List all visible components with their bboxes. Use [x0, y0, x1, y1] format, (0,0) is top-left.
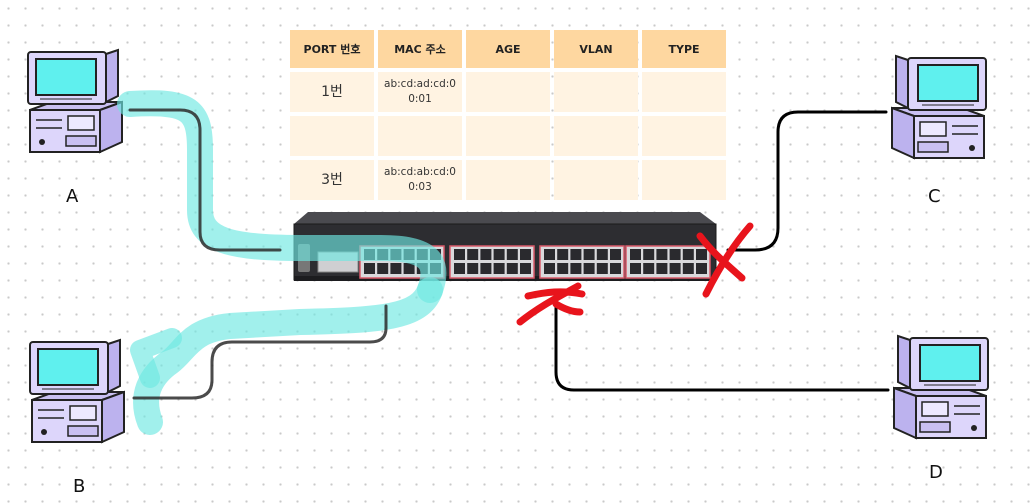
switch-port	[557, 249, 569, 260]
cell-mac: ab:cd:ad:cd:00:01	[378, 72, 462, 112]
switch-port	[493, 249, 505, 260]
switch-port	[610, 263, 621, 274]
table-header-row: PORT 번호 MAC 주소 AGE VLAN TYPE	[290, 30, 726, 68]
cell-vlan	[554, 116, 638, 156]
switch-port	[454, 263, 465, 274]
switch-port	[467, 249, 479, 260]
label-d: D	[929, 462, 943, 483]
cell-age	[466, 72, 550, 112]
label-b: B	[73, 476, 86, 497]
label-a: A	[66, 186, 79, 207]
cell-vlan	[554, 160, 638, 200]
switch-port	[390, 263, 402, 274]
switch-port	[570, 263, 582, 274]
switch-port	[682, 249, 694, 260]
cell-mac	[378, 116, 462, 156]
switch-port	[467, 263, 479, 274]
switch-port	[520, 263, 531, 274]
table-row	[290, 116, 726, 156]
switch-port	[570, 249, 582, 260]
switch-port	[403, 263, 415, 274]
switch-port	[493, 263, 505, 274]
switch-port	[669, 263, 681, 274]
switch-port	[643, 249, 655, 260]
table-row: 3번 ab:cd:ab:cd:00:03	[290, 160, 726, 200]
header-port: PORT 번호	[290, 30, 374, 68]
cell-port: 3번	[290, 160, 374, 200]
cell-port	[290, 116, 374, 156]
switch-port	[583, 263, 595, 274]
cell-type	[642, 160, 726, 200]
switch-port	[630, 263, 641, 274]
cell-port: 1번	[290, 72, 374, 112]
label-c: C	[928, 186, 941, 207]
switch-port	[544, 249, 555, 260]
computer-b-icon	[29, 339, 125, 443]
switch-port	[377, 263, 389, 274]
cell-age	[466, 116, 550, 156]
switch-port	[557, 263, 569, 274]
header-mac: MAC 주소	[378, 30, 462, 68]
cable-c	[726, 110, 888, 252]
cell-vlan	[554, 72, 638, 112]
cable-d	[554, 296, 890, 392]
header-age: AGE	[466, 30, 550, 68]
switch-port	[506, 263, 518, 274]
blocked-mark-c	[696, 222, 754, 298]
cell-mac: ab:cd:ab:cd:00:03	[378, 160, 462, 200]
switch-port	[520, 249, 531, 260]
switch-port	[544, 263, 555, 274]
switch-port	[682, 263, 694, 274]
switch-port	[656, 249, 668, 260]
computer-d-icon	[893, 335, 989, 439]
switch-port	[610, 249, 621, 260]
computer-c-icon	[891, 55, 987, 159]
switch-port	[506, 249, 518, 260]
switch-port	[480, 263, 492, 274]
table-row: 1번 ab:cd:ad:cd:00:01	[290, 72, 726, 112]
header-vlan: VLAN	[554, 30, 638, 68]
cell-type	[642, 72, 726, 112]
switch-port	[696, 263, 707, 274]
switch-port	[656, 263, 668, 274]
blocked-mark-d	[516, 282, 586, 326]
switch-port	[669, 249, 681, 260]
switch-port	[596, 249, 608, 260]
cable-a	[128, 108, 282, 252]
switch-port	[583, 249, 595, 260]
cell-age	[466, 160, 550, 200]
mac-address-table: PORT 번호 MAC 주소 AGE VLAN TYPE 1번 ab:cd:ad…	[286, 26, 730, 204]
header-type: TYPE	[642, 30, 726, 68]
switch-port	[596, 263, 608, 274]
switch-port	[480, 249, 492, 260]
cable-b	[132, 304, 388, 400]
switch-port	[696, 249, 707, 260]
computer-a-icon	[27, 49, 123, 153]
flow-arrowhead	[130, 328, 182, 388]
switch-port	[630, 249, 641, 260]
cell-type	[642, 116, 726, 156]
switch-port	[643, 263, 655, 274]
switch-port	[364, 263, 375, 274]
switch-port	[454, 249, 465, 260]
